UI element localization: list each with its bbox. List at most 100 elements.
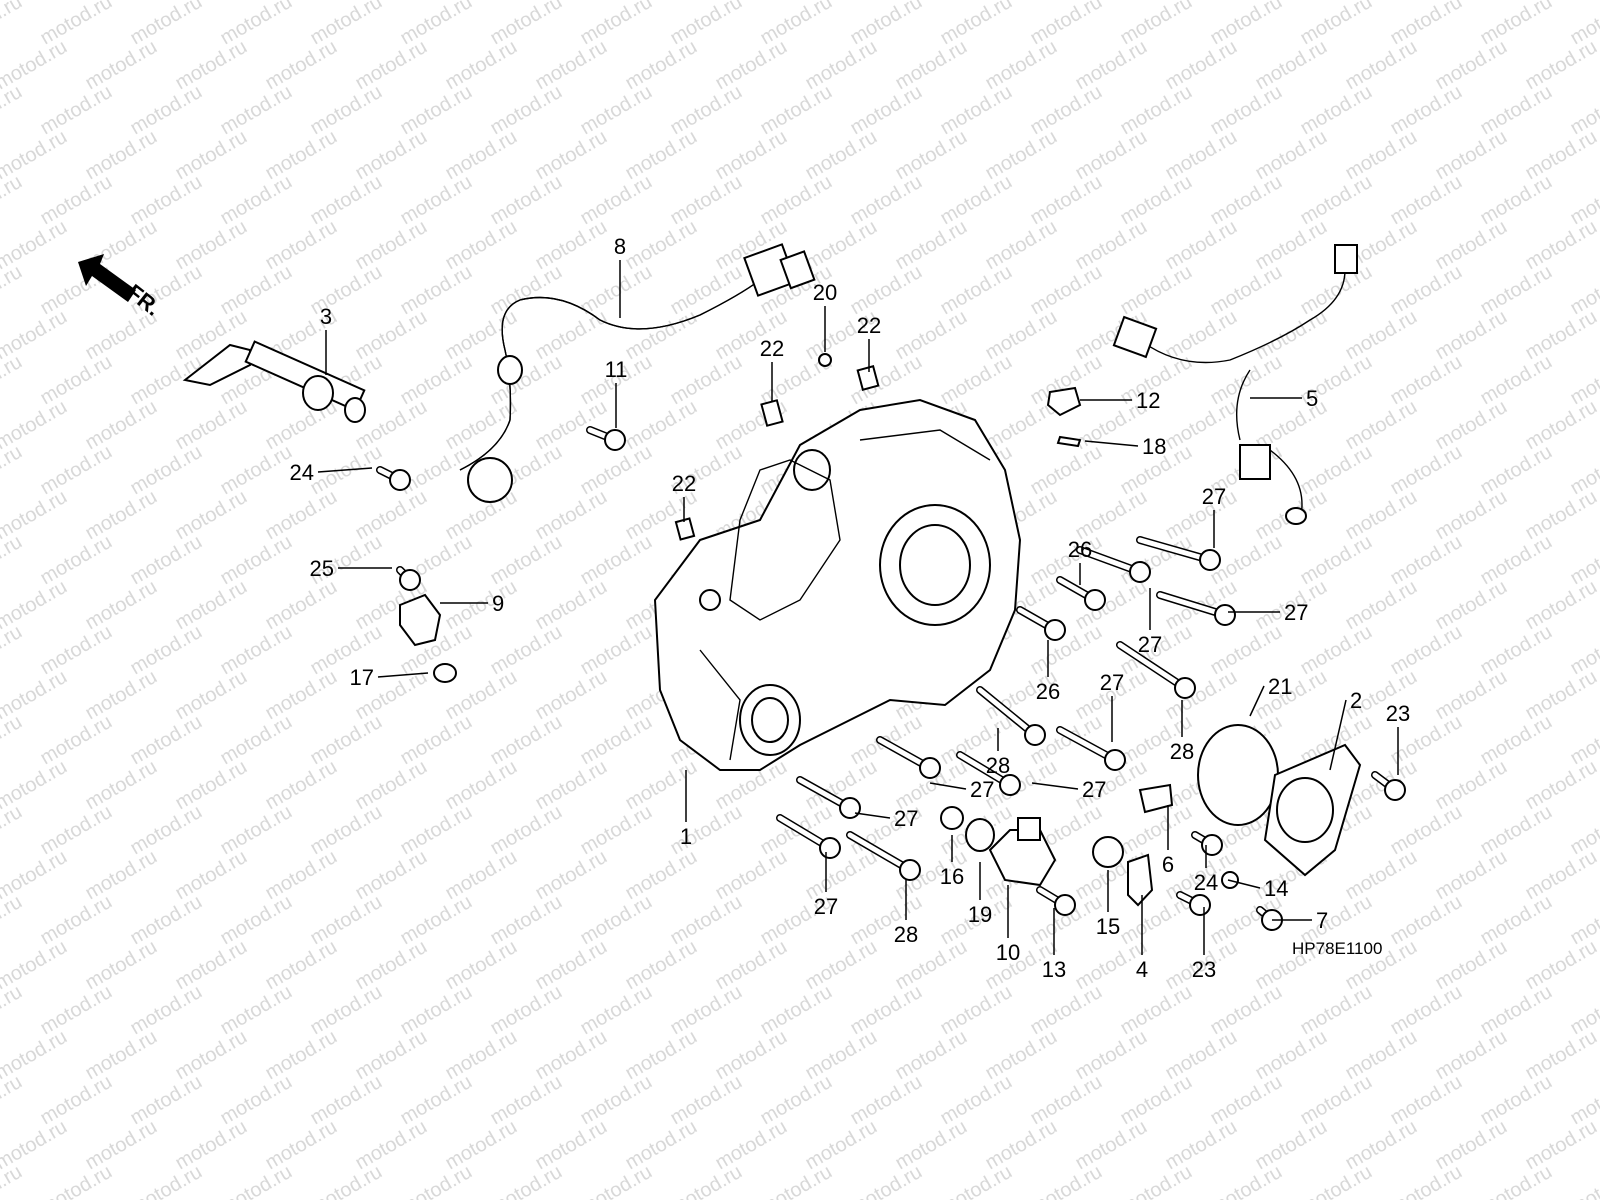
callout-c15: 15 <box>1096 914 1120 939</box>
plug-part-12 <box>1046 386 1082 417</box>
leader-line <box>854 812 891 819</box>
callout-c28a: 28 <box>1170 739 1194 764</box>
bolt-head <box>1024 724 1046 746</box>
front-direction-arrow-icon: FR. <box>78 254 165 321</box>
callout-c12: 12 <box>1136 388 1160 413</box>
bolt-head <box>919 757 941 779</box>
callout-c17: 17 <box>350 665 374 690</box>
washer-part-20 <box>818 353 832 367</box>
dowel-pin-part-22 <box>760 399 784 427</box>
bolt-head <box>1129 561 1151 583</box>
leader-line <box>929 782 967 790</box>
bolt-head <box>839 797 861 819</box>
callout-c9: 9 <box>492 591 504 616</box>
bolt-head <box>1044 619 1066 641</box>
bolt-head <box>604 429 626 451</box>
callout-c18: 18 <box>1142 434 1166 459</box>
leader-line <box>377 672 429 678</box>
callout-c27e: 27 <box>970 777 994 802</box>
o-ring-part-21 <box>1197 724 1279 826</box>
callout-c1: 1 <box>680 824 692 849</box>
cover-plate-part-2 <box>1263 743 1362 877</box>
bolt-head <box>1054 894 1076 916</box>
callout-c11: 11 <box>605 357 628 382</box>
bolt-head <box>999 774 1021 796</box>
callout-c26a: 26 <box>1068 537 1092 562</box>
bolt-head <box>1104 749 1126 771</box>
sensor-part-10 <box>988 817 1057 887</box>
callout-c6: 6 <box>1162 852 1174 877</box>
guide-part-6 <box>1138 783 1174 814</box>
callout-c7: 7 <box>1316 908 1328 933</box>
leader-line <box>1084 440 1139 447</box>
o-ring-part-17 <box>433 663 457 683</box>
bolt-head <box>389 469 411 491</box>
bolt-shank <box>847 832 913 873</box>
callout-c23a: 23 <box>1386 701 1410 726</box>
sensor-part-9 <box>399 593 442 647</box>
bolt-shank <box>977 687 1038 738</box>
drawing-code: HP78E1100 <box>1292 939 1382 958</box>
callout-c14: 14 <box>1264 876 1288 901</box>
callout-c20: 20 <box>813 280 837 305</box>
bolt-head <box>1214 604 1236 626</box>
bolts-group <box>376 426 1406 931</box>
callout-c8: 8 <box>614 234 626 259</box>
wire-harness-part-5 <box>1112 244 1358 525</box>
bracket-part-4 <box>1127 853 1154 907</box>
bolt-head <box>1174 677 1196 699</box>
callout-c13: 13 <box>1042 957 1066 982</box>
bolt-head <box>899 859 921 881</box>
dowel-pin-part-22 <box>856 365 880 391</box>
callout-c27f: 27 <box>1082 777 1106 802</box>
callout-c4: 4 <box>1136 957 1148 982</box>
bolt-shank <box>1117 642 1188 691</box>
leader-line <box>1031 782 1079 790</box>
leader-line <box>317 467 373 473</box>
callout-c24a: 24 <box>290 460 314 485</box>
callout-c27b: 27 <box>1138 632 1162 657</box>
bolt-shank <box>1157 592 1228 618</box>
leader-line <box>1329 699 1347 771</box>
leader-line <box>1249 685 1265 717</box>
callout-c26b: 26 <box>1036 679 1060 704</box>
callout-c27a: 27 <box>1202 484 1226 509</box>
o-ring-part-19 <box>965 818 995 852</box>
callout-c21: 21 <box>1268 674 1292 699</box>
callout-c22c: 22 <box>672 471 696 496</box>
callout-c24b: 24 <box>1194 870 1218 895</box>
callout-c27g: 27 <box>894 806 918 831</box>
bolt-head <box>1384 779 1406 801</box>
callout-c16: 16 <box>940 864 964 889</box>
callout-c28b: 28 <box>986 753 1010 778</box>
callout-c25: 25 <box>310 556 334 581</box>
callout-c27c: 27 <box>1284 600 1308 625</box>
callout-c22a: 22 <box>857 313 881 338</box>
dowel-pin-part-22 <box>674 517 696 541</box>
crankcase-cover-part-1 <box>653 398 1022 771</box>
clip-part-18 <box>1056 435 1082 448</box>
callout-c3: 3 <box>320 304 332 329</box>
wire-harness-part-8 <box>459 243 816 503</box>
bolt-head <box>1084 589 1106 611</box>
leader-lines <box>317 260 1399 955</box>
callout-c10: 10 <box>996 940 1020 965</box>
callout-c28c: 28 <box>894 922 918 947</box>
callout-c2: 2 <box>1350 688 1362 713</box>
bolt-head <box>1199 549 1221 571</box>
bolt-head <box>1189 894 1211 916</box>
bolt-head <box>1201 834 1223 856</box>
shift-spindle-part-3 <box>182 340 366 423</box>
seal-part-16 <box>940 806 964 830</box>
callout-c5: 5 <box>1306 386 1318 411</box>
bolt-head <box>399 569 421 591</box>
seal-part-15 <box>1092 836 1124 868</box>
callout-c27d: 27 <box>1100 670 1124 695</box>
callout-c23b: 23 <box>1192 957 1216 982</box>
callout-c27h: 27 <box>814 894 838 919</box>
callout-c19: 19 <box>968 902 992 927</box>
bolt-head <box>819 837 841 859</box>
leader-line <box>1227 879 1261 889</box>
callout-labels: 1234567891011121314151617181920212222222… <box>290 234 1411 982</box>
